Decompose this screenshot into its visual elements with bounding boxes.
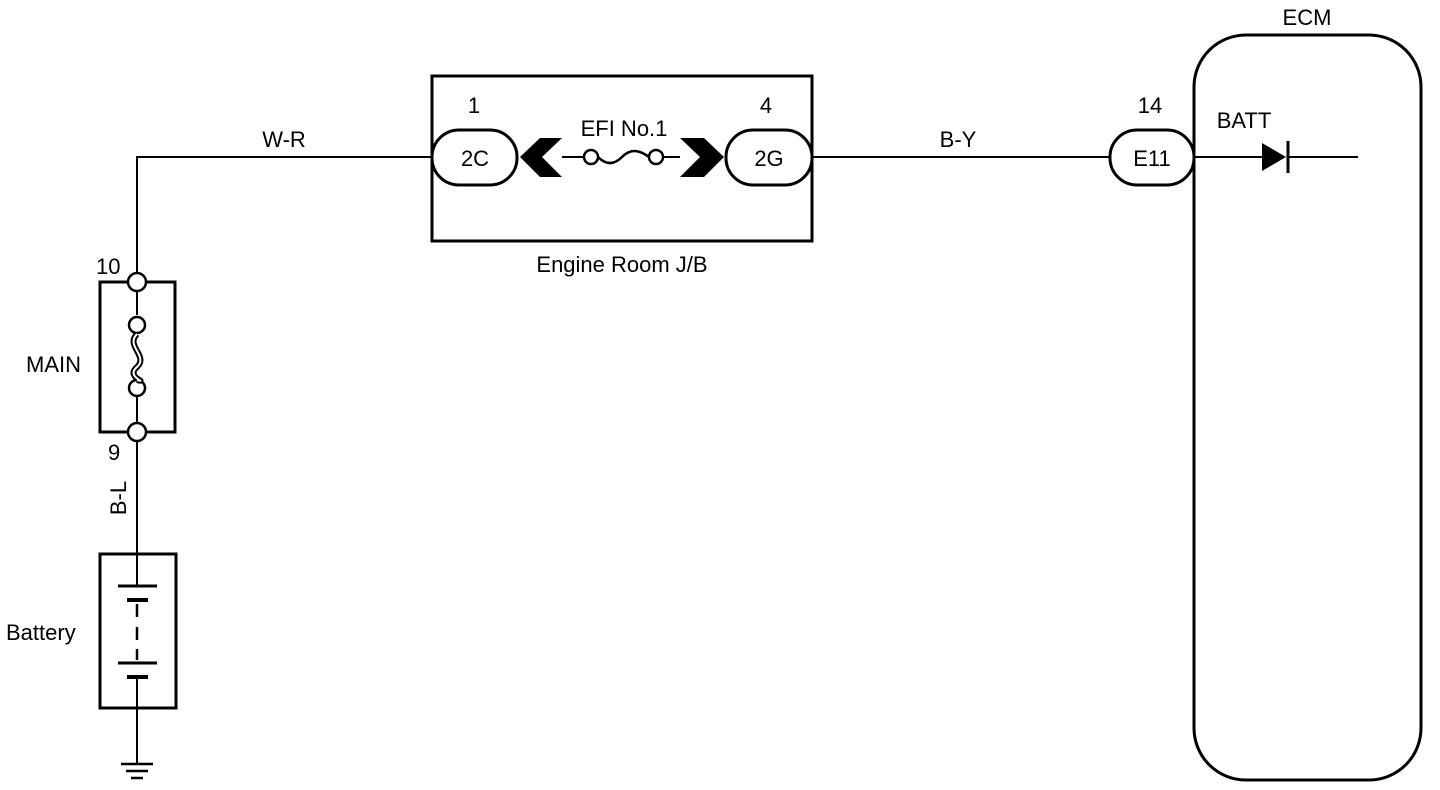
efi-fuse-node-left [582,148,600,166]
main-terminal-top [126,271,148,293]
efi-fuse-node-right [647,148,665,166]
wire-label-b-l: B-L [106,481,131,515]
diode-icon [1262,143,1286,171]
junction-block [430,74,814,243]
connector-2c [430,128,519,187]
fusible-link-icon-inner [132,333,142,382]
ecm [1108,33,1423,782]
efi-fuse-label: EFI No.1 [581,116,668,141]
main-fuse-label: MAIN [26,352,81,377]
connector-e11-label: E11 [1133,146,1171,171]
jb-pin-left-number: 1 [468,93,480,118]
fuse-icon [597,149,650,165]
wires [136,156,1358,764]
jb-pin-right-number: 4 [760,93,772,118]
ground-icon [121,762,153,780]
ecm-terminal-label: BATT [1217,108,1272,133]
junction-block-label: Engine Room J/B [536,252,707,277]
main-fuse-node-top [127,315,147,335]
connector-2c-label: 2C [461,146,489,171]
wire-label-b-y: B-Y [940,127,977,152]
main-terminal-bottom [126,421,148,443]
main-fuse [98,271,177,443]
connector-arrow-right-icon [680,138,724,177]
battery [98,552,178,710]
wire-w-r [136,156,432,272]
main-terminal-bottom-number: 9 [108,440,120,465]
ecm-pin-number: 14 [1138,93,1162,118]
connector-arrow-left-icon [520,138,562,177]
connector-2g [724,128,814,187]
connector-e11 [1108,128,1196,187]
connector-2g-label: 2G [754,146,783,171]
ecm-box [1192,33,1423,782]
wire-label-w-r: W-R [262,127,306,152]
ecm-label: ECM [1283,5,1332,30]
main-terminal-top-number: 10 [96,254,120,279]
battery-label: Battery [6,620,76,645]
